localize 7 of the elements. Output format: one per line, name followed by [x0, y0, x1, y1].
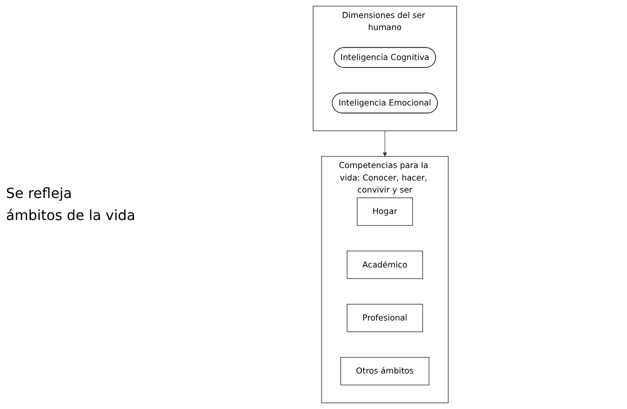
arrow-label: ámbitos de la vida — [6, 208, 136, 224]
node-box: Hogar — [356, 198, 412, 226]
arrow-label: Se refleja — [6, 186, 73, 202]
node-box: Otros ámbitos — [340, 357, 429, 386]
arrow — [382, 130, 387, 157]
node-box: Académico — [346, 250, 423, 279]
node-box: Profesional — [346, 304, 423, 332]
